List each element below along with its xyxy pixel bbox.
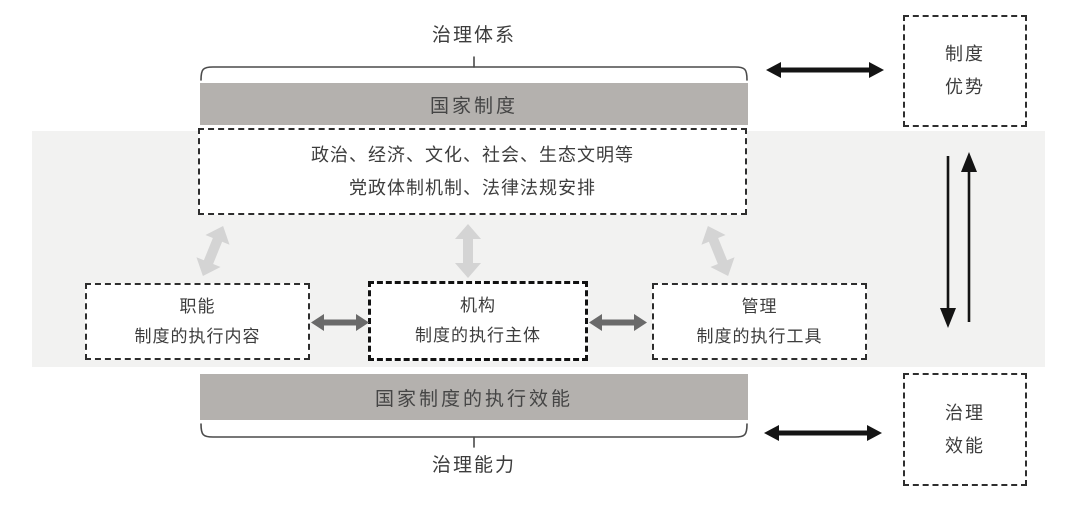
- system-content-box: 政治、经济、文化、社会、生态文明等 党政体制机制、法律法规安排: [198, 128, 747, 215]
- system-content-line1: 政治、经济、文化、社会、生态文明等: [311, 144, 634, 165]
- institutions-box-line2: 制度的执行主体: [415, 326, 541, 345]
- gray-double-arrow-left-icon: [196, 225, 230, 277]
- national-system-bar: 国家制度: [200, 83, 748, 125]
- black-double-arrow-bottom-icon: [764, 425, 882, 441]
- functions-box-line2: 制度的执行内容: [134, 326, 261, 346]
- governance-system-label: 治理体系: [431, 24, 516, 46]
- system-advantage-box: 制度 优势: [903, 15, 1027, 127]
- management-box-line2: 制度的执行工具: [696, 326, 823, 346]
- management-box: 管理 制度的执行工具: [652, 283, 867, 360]
- horizontal-double-arrow-left-icon: [311, 314, 369, 331]
- national-system-bar-label: 国家制度: [429, 95, 518, 117]
- execution-effectiveness-bar-label: 国家制度的执行效能: [374, 388, 573, 410]
- governance-effectiveness-line2: 效能: [945, 435, 985, 456]
- governance-capacity-label: 治理能力: [431, 454, 516, 476]
- vertical-flow-arrows-icon: [940, 152, 977, 328]
- gray-double-arrow-center-icon: [455, 224, 481, 278]
- functions-box: 职能 制度的执行内容: [85, 283, 310, 360]
- management-box-line1: 管理: [741, 296, 778, 316]
- system-advantage-line1: 制度: [945, 44, 985, 64]
- institutions-box-line1: 机构: [460, 296, 496, 315]
- top-bracket-icon: [200, 56, 748, 81]
- horizontal-double-arrow-right-icon: [589, 314, 647, 331]
- governance-effectiveness-box: 治理 效能: [903, 373, 1027, 486]
- gray-double-arrow-right-icon: [701, 225, 735, 277]
- system-advantage-line2: 优势: [945, 77, 985, 97]
- governance-effectiveness-line1: 治理: [945, 402, 985, 423]
- institutions-box: 机构 制度的执行主体: [368, 281, 588, 361]
- black-double-arrow-top-icon: [766, 62, 884, 78]
- bottom-bracket-icon: [200, 423, 748, 448]
- functions-box-line1: 职能: [179, 296, 216, 316]
- execution-effectiveness-bar: 国家制度的执行效能: [200, 374, 748, 420]
- system-content-line2: 党政体制机制、法律法规安排: [349, 177, 596, 198]
